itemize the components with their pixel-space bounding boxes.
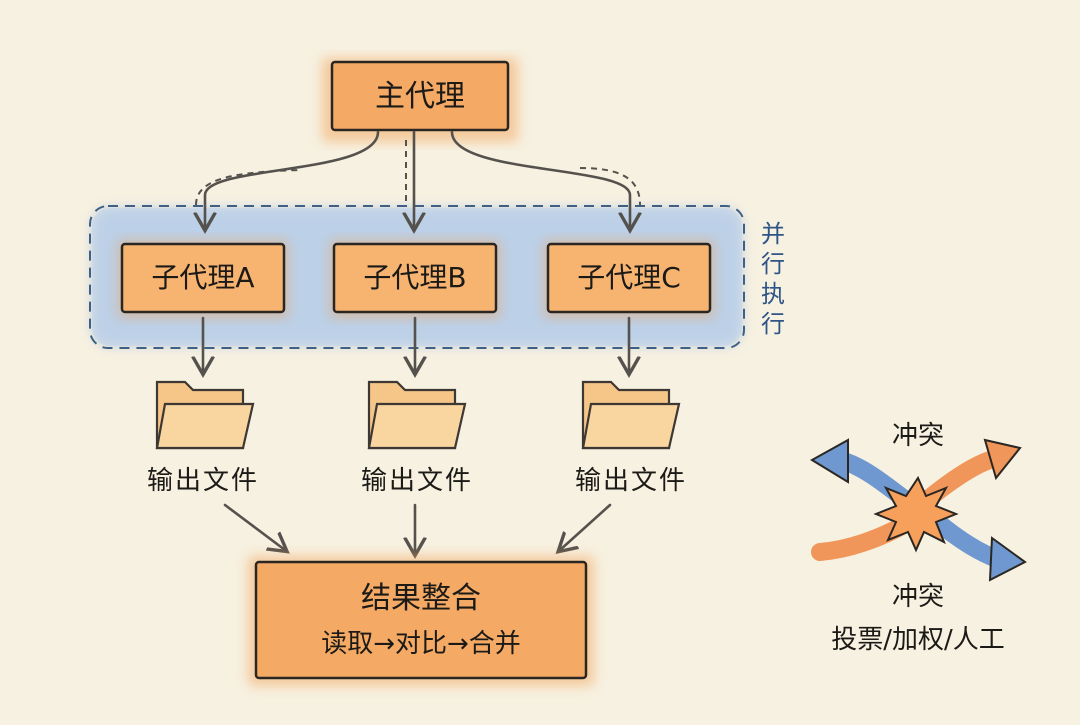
folder-icon: [581, 380, 681, 450]
merge-steps: 读取→对比→合并: [321, 629, 521, 659]
output-label: 输出文件: [147, 466, 259, 496]
output-arrows: [203, 316, 629, 372]
output-label: 输出文件: [575, 466, 687, 496]
sub-agent-c: 子代理C: [544, 240, 714, 318]
sub-agent-label: 子代理A: [151, 261, 254, 294]
merge-arrows: [223, 503, 612, 553]
conflict-illustration: 冲突 冲突 投票/加权/人工: [810, 421, 1027, 655]
arrow-to-sub-a: [205, 130, 380, 228]
main-agent-label: 主代理: [375, 79, 465, 114]
merge-title: 结果整合: [361, 581, 481, 616]
dispatch-arrows: [196, 130, 641, 228]
parallel-label-char: 行: [761, 310, 785, 338]
arrow-merge-a: [223, 503, 285, 550]
parallel-label-char: 行: [761, 250, 785, 278]
parallel-label-char: 并: [761, 220, 785, 248]
folder-icon: [367, 380, 467, 450]
arrow-to-sub-c: [450, 130, 630, 228]
main-agent-node: 主代理: [322, 58, 518, 142]
merge-node: 结果整合 读取→对比→合并: [248, 556, 594, 686]
dashed-guide-c: [579, 167, 641, 206]
sub-agent-label: 子代理C: [577, 261, 681, 294]
output-label: 输出文件: [361, 466, 473, 496]
conflict-top-label: 冲突: [892, 421, 944, 451]
conflict-burst-icon: [873, 475, 959, 553]
parallel-label: 并 行 执 行: [761, 220, 785, 338]
conflict-resolution-label: 投票/加权/人工: [831, 625, 1005, 655]
conflict-bottom-label: 冲突: [892, 582, 944, 612]
arrow-merge-c: [560, 503, 612, 550]
sub-agent-label: 子代理B: [363, 261, 466, 294]
sub-agent-a: 子代理A: [118, 240, 288, 318]
folder-icon: [155, 380, 255, 450]
sub-agent-b: 子代理B: [330, 240, 500, 318]
parallel-label-char: 执: [761, 280, 785, 308]
